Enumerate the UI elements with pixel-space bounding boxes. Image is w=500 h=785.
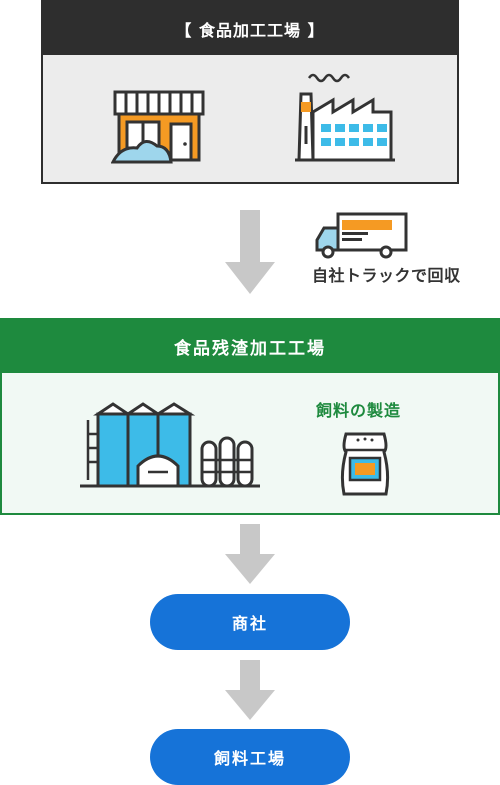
processing-plant-icon	[80, 402, 260, 488]
food-factory-icon	[295, 73, 395, 162]
truck-icon	[315, 212, 408, 259]
food-factory-panel: 【 食品加工工場 】	[41, 0, 459, 184]
food-factory-title: 【 食品加工工場 】	[43, 2, 457, 55]
trading-company-node: 商社	[150, 594, 350, 650]
down-arrow-icon	[225, 660, 275, 720]
residue-factory-panel: 食品残渣加工工場	[0, 318, 500, 515]
feed-production-label: 飼料の製造	[316, 401, 402, 420]
transport-label: 自社トラックで回収	[312, 266, 461, 285]
down-arrow-icon	[225, 524, 275, 584]
feed-bag-icon	[340, 432, 390, 496]
shop-icon	[111, 90, 205, 164]
feed-factory-node: 飼料工場	[150, 729, 350, 785]
residue-factory-title: 食品残渣加工工場	[2, 320, 498, 373]
down-arrow-icon	[225, 210, 275, 294]
